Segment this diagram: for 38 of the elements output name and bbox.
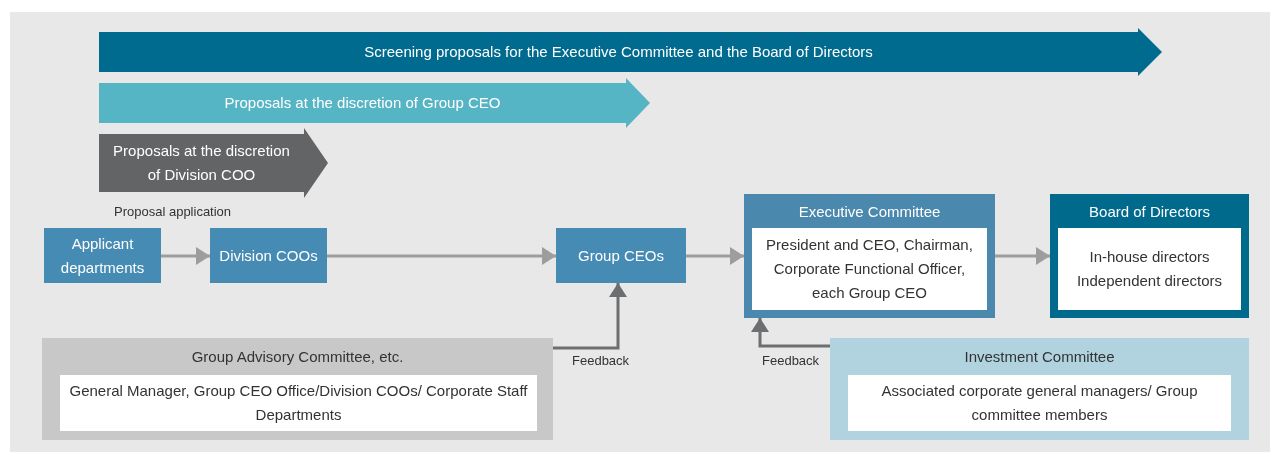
member-text: President and CEO, Chairman, Corporate Functional Officer, each Group CEO bbox=[765, 235, 974, 303]
band-label: Screening proposals for the Executive Committee and the Board of Directors bbox=[363, 42, 874, 62]
member-text: General Manager, Group CEO Office/Division COOs/ Corporate Staff Departments bbox=[68, 381, 529, 425]
committee-panel bbox=[42, 338, 553, 440]
arrow bbox=[686, 247, 744, 265]
arrow bbox=[161, 247, 210, 265]
edge-label: Feedback bbox=[760, 353, 822, 368]
member-text: Independent directors bbox=[1075, 271, 1224, 291]
member-box bbox=[848, 375, 1231, 431]
arrow-band bbox=[99, 128, 328, 198]
box-label: Applicant departments bbox=[59, 233, 146, 278]
band-label: Proposals at the discretion of Division COO bbox=[112, 141, 291, 185]
member-text: Associated corporate general managers/ Group committee members bbox=[880, 381, 1199, 425]
panel-title: Investment Committee bbox=[964, 347, 1115, 367]
panel-title: Board of Directors bbox=[1089, 201, 1210, 222]
process-box bbox=[210, 228, 327, 283]
member-text: In-house directors bbox=[1088, 247, 1211, 267]
arrow bbox=[995, 247, 1050, 265]
edge-label: Feedback bbox=[570, 353, 632, 368]
box-label: Division COOs bbox=[218, 245, 319, 266]
band-label: Proposals at the discretion of Group CEO bbox=[223, 93, 502, 113]
committee-panel bbox=[830, 338, 1249, 440]
arrow-band bbox=[99, 28, 1162, 76]
process-box bbox=[556, 228, 686, 283]
panel-title: Group Advisory Committee, etc. bbox=[191, 347, 404, 367]
member-box bbox=[752, 228, 987, 310]
committee-panel bbox=[744, 194, 995, 318]
panel-title: Executive Committee bbox=[798, 201, 941, 222]
arrow bbox=[751, 318, 830, 348]
member-box bbox=[60, 375, 537, 431]
process-box bbox=[44, 228, 161, 283]
arrow bbox=[327, 247, 556, 265]
committee-panel bbox=[1050, 194, 1249, 318]
arrow-band bbox=[99, 78, 650, 128]
arrow bbox=[553, 283, 627, 350]
edge-label: Proposal application bbox=[112, 204, 234, 219]
box-label: Group CEOs bbox=[577, 245, 665, 266]
member-box bbox=[1058, 228, 1241, 310]
